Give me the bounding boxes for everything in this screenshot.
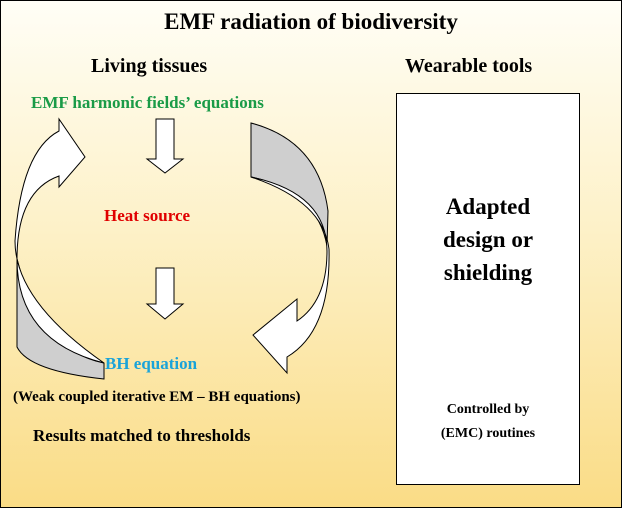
coupling-note: (Weak coupled iterative EM – BH equation…: [13, 389, 301, 405]
panel-main-text: Adapted design or shielding: [442, 194, 534, 285]
diagram-title: EMF radiation of biodiversity: [164, 9, 458, 34]
left-curved-arrow: [14, 117, 105, 364]
bh-equation-label: BH equation: [105, 354, 198, 373]
em-equations-label: EMF harmonic fields’ equations: [31, 93, 264, 112]
living-tissues-heading: Living tissues: [91, 55, 208, 77]
right-curved-arrow: [250, 176, 330, 375]
wearable-tools-panel: Adapted design or shielding Controlled b…: [396, 93, 580, 485]
down-arrow-to-heat: [145, 118, 185, 174]
down-arrow-to-bh: [145, 267, 185, 320]
right-curved-arrow-shade: [250, 122, 329, 247]
results-label: Results matched to thresholds: [33, 426, 251, 445]
heat-source-label: Heat source: [104, 206, 191, 225]
wearable-tools-heading: Wearable tools: [405, 55, 533, 77]
panel-footer-text: Controlled by (EMC) routines: [440, 402, 536, 441]
left-curved-arrow-shade: [16, 258, 105, 380]
